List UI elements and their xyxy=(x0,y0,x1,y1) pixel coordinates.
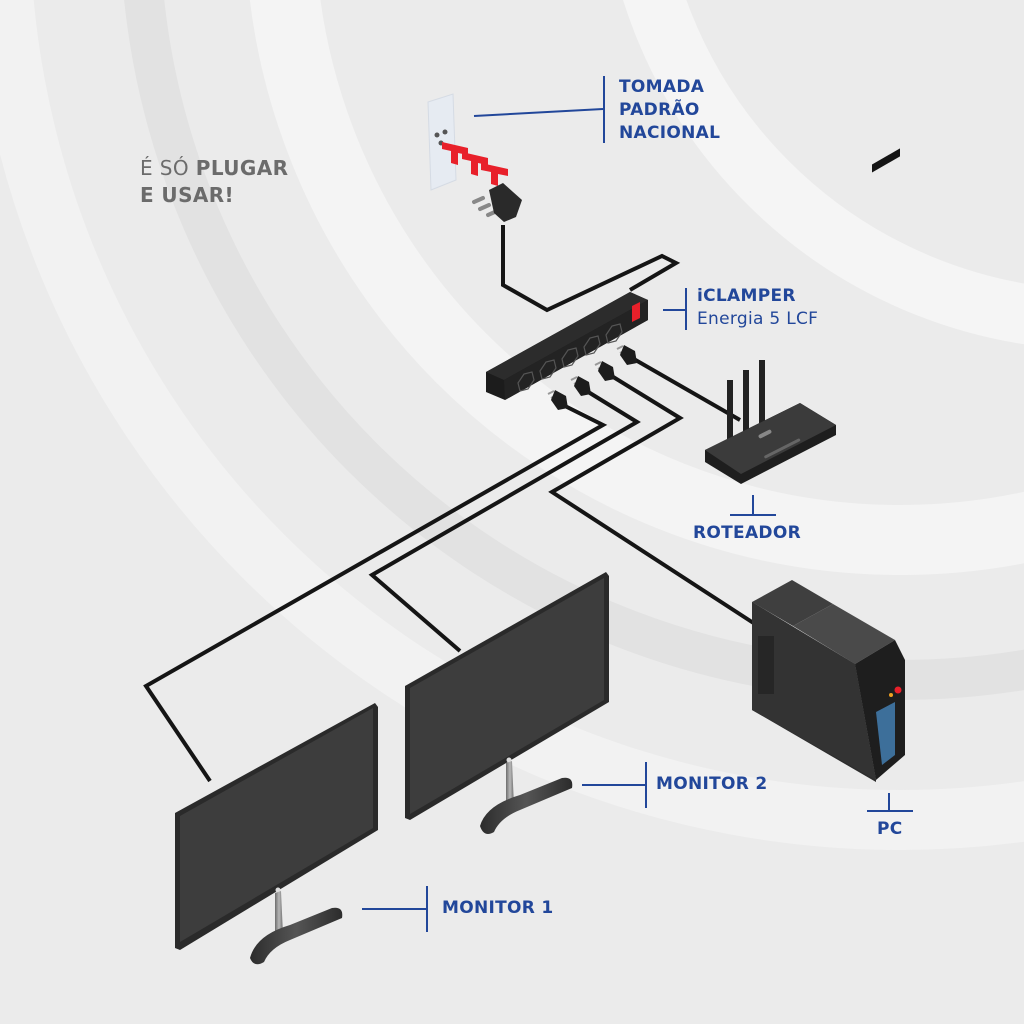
pc-side-panel xyxy=(752,602,876,780)
monitor-1 xyxy=(175,703,378,965)
insert-arrows-icon xyxy=(442,142,508,186)
monitor1-label: MONITOR 1 xyxy=(442,898,554,918)
strip-plug xyxy=(616,345,637,365)
pc-drive-bay xyxy=(872,148,900,173)
outlet-label-line1: TOMADA xyxy=(619,77,705,97)
wall-outlet xyxy=(427,93,508,191)
socket-icon xyxy=(605,323,623,344)
strip-plugs xyxy=(547,345,637,410)
strip-body-top xyxy=(486,292,648,380)
monitor-foot xyxy=(250,907,343,965)
monitor-logo xyxy=(275,887,281,893)
bg-arc xyxy=(250,0,1024,575)
pc-front-accent xyxy=(876,702,895,765)
cable-strip-to-router xyxy=(631,356,741,422)
outlet-plug xyxy=(472,183,522,222)
router xyxy=(705,360,836,484)
monitor-logo xyxy=(506,757,512,763)
tagline-line2: E USAR! xyxy=(140,183,235,207)
monitor1-leader xyxy=(362,886,428,932)
monitor-2 xyxy=(405,572,609,834)
plug-pin xyxy=(472,196,485,204)
monitor-foot xyxy=(480,777,573,834)
power-strip-label: iCLAMPER Energia 5 LCF xyxy=(697,285,818,331)
bg-arc xyxy=(623,0,1024,345)
socket-icon xyxy=(539,359,557,380)
monitor-stand xyxy=(275,891,283,940)
pc-power-button[interactable] xyxy=(894,686,902,694)
outlet-hole xyxy=(442,129,448,135)
monitor2-leader xyxy=(582,762,647,808)
power-strip-model: Energia 5 LCF xyxy=(697,309,819,329)
bg-arc xyxy=(0,0,1024,820)
router-label: ROTEADOR xyxy=(693,523,801,543)
socket-icon xyxy=(561,347,579,368)
cable-outlet-to-strip xyxy=(501,225,681,313)
cable-strip-to-monitor2 xyxy=(368,388,641,653)
outlet-label-line2: PADRÃO xyxy=(619,100,700,120)
antenna xyxy=(743,370,749,445)
cable-strip-to-pc xyxy=(548,373,757,626)
antenna xyxy=(759,360,765,438)
monitor-screen xyxy=(410,578,604,814)
power-switch[interactable] xyxy=(632,302,640,322)
plug-body xyxy=(489,183,522,222)
strip-sockets xyxy=(517,323,623,392)
strip-plug xyxy=(594,361,615,381)
pc-tower xyxy=(752,148,905,782)
plug-pin xyxy=(478,203,491,211)
pc-top xyxy=(752,580,833,626)
outlet-leader xyxy=(473,76,605,143)
socket-icon xyxy=(517,371,535,392)
outlet-label: TOMADA PADRÃO NACIONAL xyxy=(619,76,720,145)
cables xyxy=(143,225,757,783)
power-strip-brand: iCLAMPER xyxy=(697,286,796,306)
outlet-hole xyxy=(434,132,440,138)
router-top xyxy=(705,403,836,474)
socket-icon xyxy=(583,335,601,356)
cable-strip-to-monitor1 xyxy=(143,403,608,783)
tagline-bold: PLUGAR xyxy=(195,156,289,180)
antenna xyxy=(727,380,733,450)
pc-label: PC xyxy=(877,819,903,839)
strip-leader xyxy=(663,288,687,330)
router-leader xyxy=(730,495,776,516)
power-strip xyxy=(486,292,648,400)
monitor-screen xyxy=(180,708,373,942)
tagline: É SÓ PLUGAR E USAR! xyxy=(140,155,288,209)
pc-led xyxy=(889,693,893,697)
pc-vent-grid xyxy=(758,636,774,694)
router-logo xyxy=(758,429,772,439)
monitor2-label: MONITOR 2 xyxy=(656,774,768,794)
router-leds xyxy=(764,438,801,459)
pc-leader xyxy=(867,793,913,812)
pc-top-right xyxy=(793,604,895,664)
outlet-label-line3: NACIONAL xyxy=(619,123,721,143)
strip-plug xyxy=(570,376,591,396)
tagline-light: É SÓ xyxy=(140,156,196,180)
strip-plug xyxy=(547,390,568,410)
